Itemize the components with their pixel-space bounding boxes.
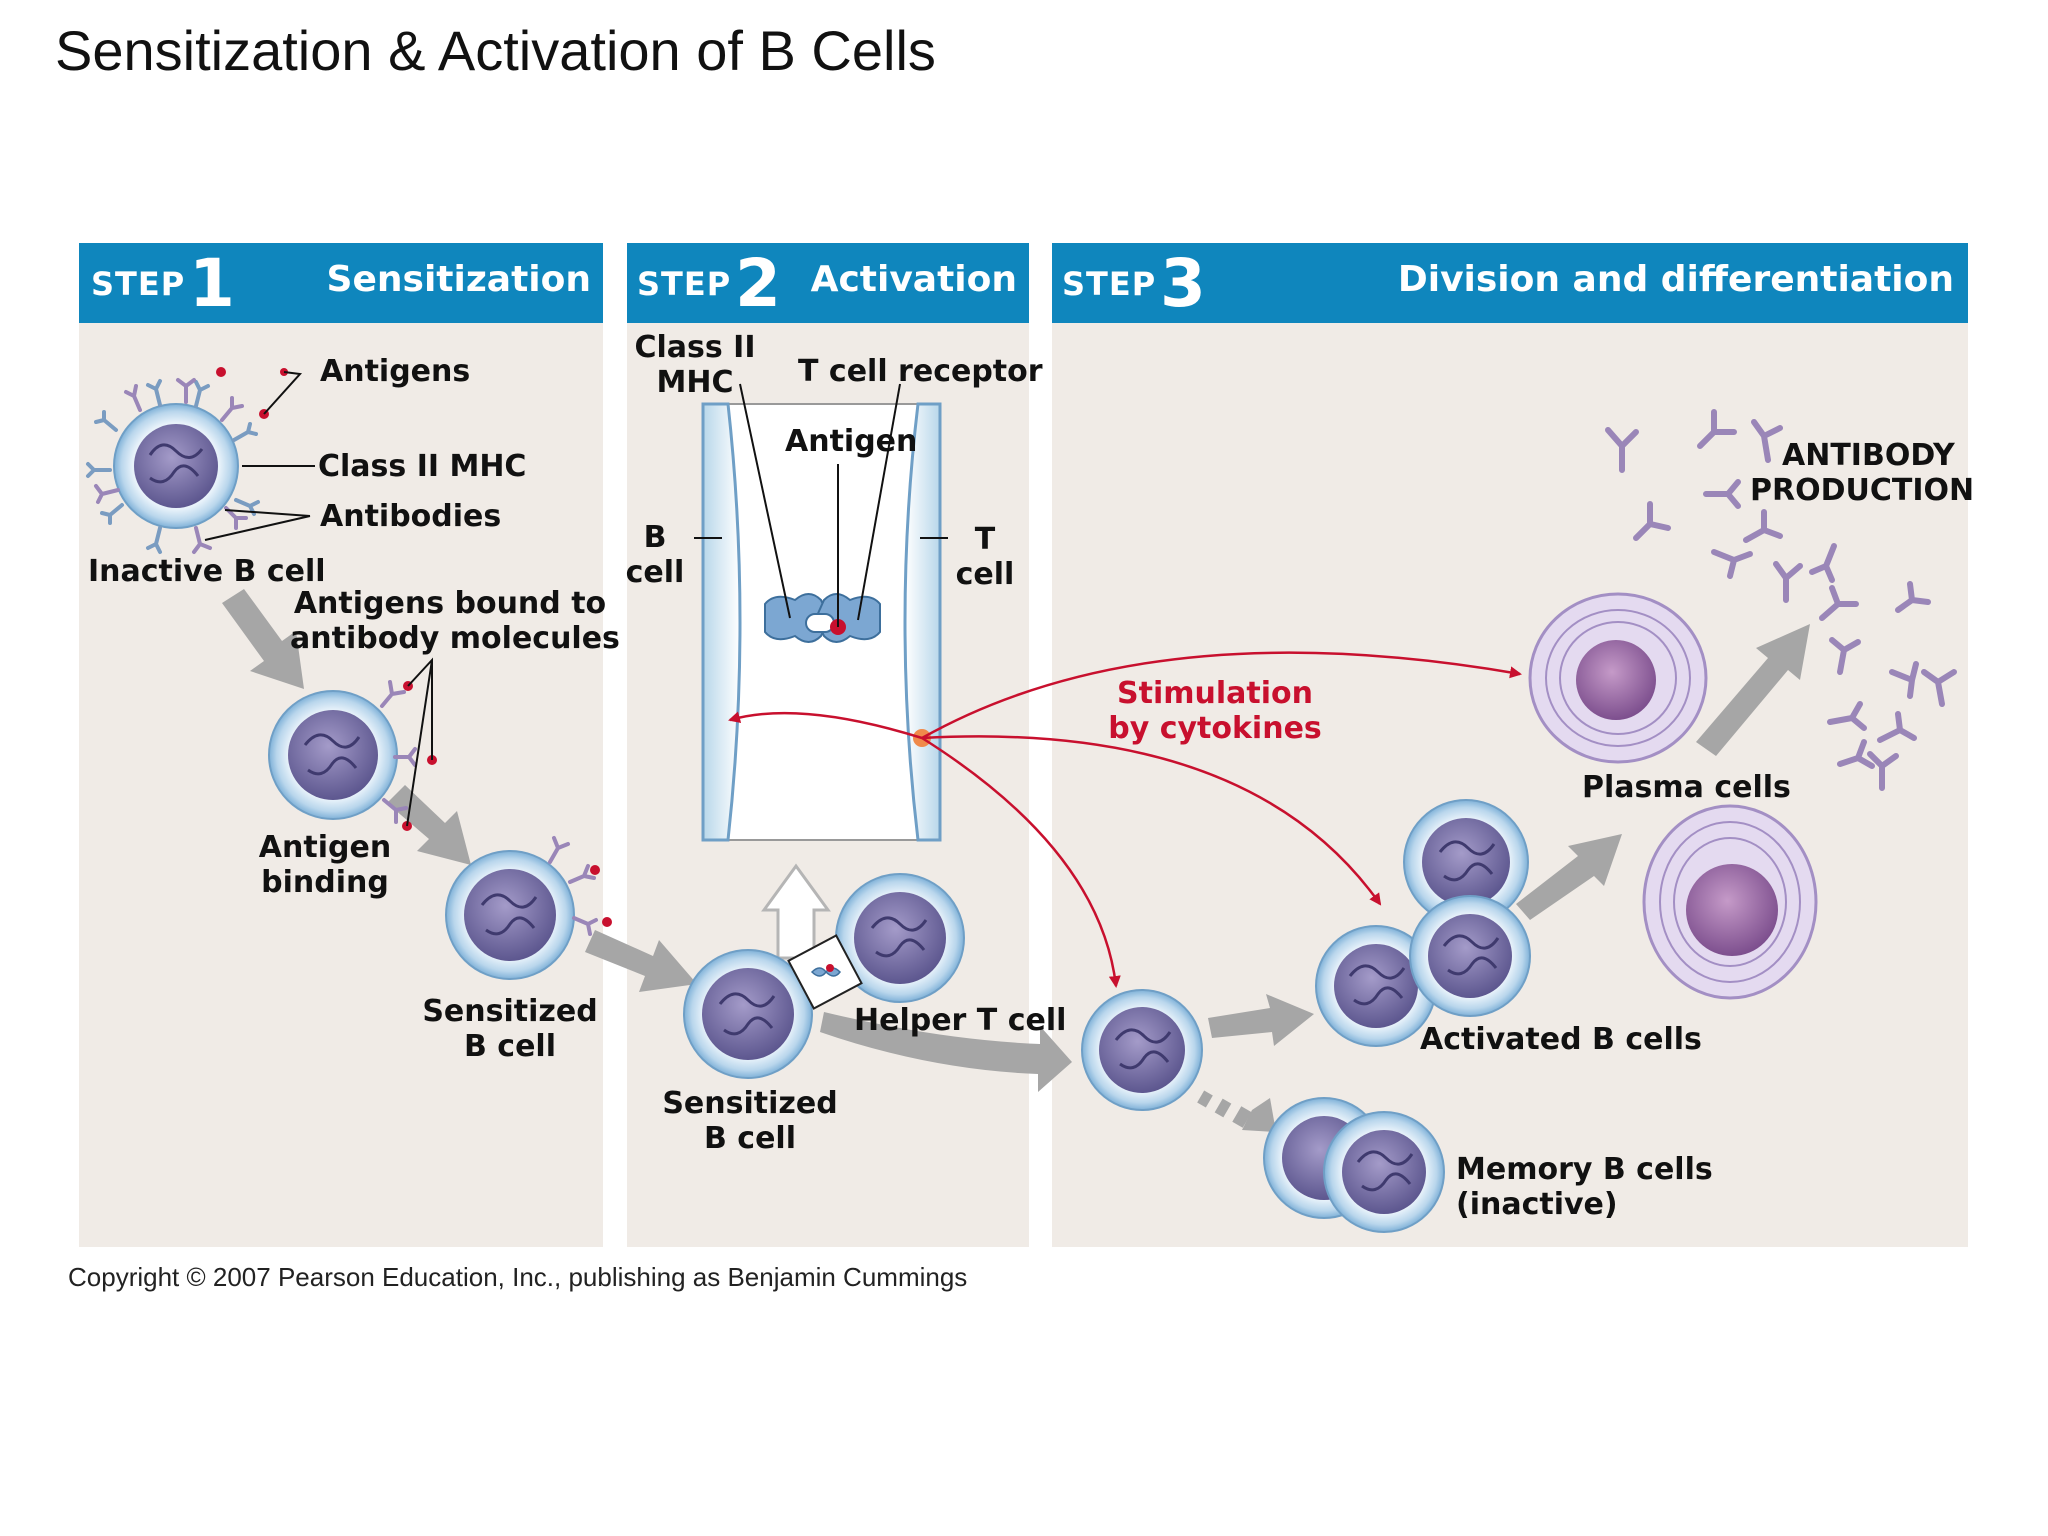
flow-arrow-to-step3	[820, 1012, 1072, 1092]
label-sensitized-b-cell-1-line2: B cell	[463, 1029, 556, 1064]
label-b-cell-inset-line1: B	[643, 520, 667, 555]
label-class2-mhc-inset: Class II MHC	[630, 330, 760, 400]
label-antibody-production-line1: ANTIBODY	[1782, 438, 1955, 473]
step3-title: Division and differentiation	[1397, 259, 1954, 300]
label-activated-b-cells: Activated B cells	[1420, 1022, 1702, 1057]
flow-arrows-step1	[222, 589, 697, 992]
label-antigens-bound-line2: antibody molecules	[290, 621, 620, 656]
label-stimulation-line2: by cytokines	[1108, 711, 1322, 746]
step2-word: STEP	[637, 265, 732, 303]
memory-b-cells	[1263, 1097, 1445, 1233]
step3-header: STEP 3 Division and differentiation	[1052, 243, 1968, 323]
label-class2-mhc: Class II MHC	[318, 449, 527, 484]
label-antigen: Antigen	[785, 424, 918, 459]
label-inactive-b-cell: Inactive B cell	[88, 554, 326, 589]
plasma-cell-lower	[1642, 804, 1818, 1000]
step2-header: STEP 2 Activation	[627, 243, 1029, 323]
step3-panel	[1052, 243, 1968, 1247]
label-antibodies: Antibodies	[320, 499, 502, 534]
label-memory-b-cells-line2: (inactive)	[1456, 1187, 1618, 1222]
label-stimulation-line1: Stimulation	[1117, 676, 1313, 711]
label-t-cell-inset-line2: cell	[955, 557, 1015, 592]
label-memory-b-cells: Memory B cells (inactive)	[1456, 1152, 1713, 1222]
label-plasma-cells: Plasma cells	[1582, 770, 1791, 805]
label-antibody-production-line2: PRODUCTION	[1750, 473, 1975, 508]
label-antibody-production: ANTIBODY PRODUCTION	[1750, 438, 1974, 508]
label-sensitized-b-cell-1: Sensitized B cell	[420, 994, 600, 1064]
step2-number: 2	[735, 245, 781, 322]
antibodies-leader	[204, 509, 311, 541]
label-stimulation: Stimulation by cytokines	[1100, 676, 1330, 746]
label-class2-mhc-inset-line1: Class II	[634, 330, 756, 365]
label-antigen-binding-line1: Antigen	[258, 830, 392, 865]
label-antigens-bound-line1: Antigens bound to	[293, 586, 607, 621]
helper-t-cell	[835, 873, 965, 1003]
label-b-cell-inset-line2: cell	[625, 555, 685, 590]
inactive-b-cell	[86, 378, 260, 554]
step1-header: STEP 1 Sensitization	[79, 243, 603, 323]
sensitized-b-cell-step2	[683, 949, 813, 1079]
step1-title: Sensitization	[326, 259, 591, 300]
label-sensitized-b-cell-2-line1: Sensitized	[662, 1086, 838, 1121]
plasma-cell-upper	[1528, 592, 1708, 764]
label-antigen-binding-line2: binding	[261, 865, 389, 900]
slide-title: Sensitization & Activation of B Cells	[55, 19, 936, 82]
flow-arrows-step3	[1208, 624, 1810, 1046]
step1-number: 1	[189, 245, 235, 322]
antigen-dot	[216, 367, 226, 377]
activated-b-cells	[1315, 799, 1531, 1047]
antigen-binding-b-cell	[268, 657, 437, 831]
label-t-cell-inset-line1: T	[974, 522, 996, 557]
dashed-arrow-memory	[1197, 1090, 1276, 1132]
free-antibodies	[1605, 409, 1957, 791]
label-antigens-bound: Antigens bound to antibody molecules	[290, 586, 620, 656]
copyright: Copyright © 2007 Pearson Education, Inc.…	[68, 1262, 968, 1292]
step3-word: STEP	[1062, 265, 1157, 303]
step2-title: Activation	[810, 259, 1017, 300]
step1-word: STEP	[91, 265, 186, 303]
antigens-leader	[263, 371, 303, 415]
sensitized-b-cell-step1	[445, 836, 612, 980]
dividing-b-cell	[1081, 989, 1203, 1111]
label-helper-t-cell: Helper T cell	[854, 1003, 1067, 1038]
label-class2-mhc-inset-line2: MHC	[656, 365, 734, 400]
cytokine-arrows	[728, 651, 1522, 988]
label-t-cell-inset: T cell	[952, 522, 1018, 592]
label-memory-b-cells-line1: Memory B cells	[1456, 1152, 1713, 1187]
label-sensitized-b-cell-2-line2: B cell	[703, 1121, 796, 1156]
label-sensitized-b-cell-1-line1: Sensitized	[422, 994, 598, 1029]
contact-box	[787, 934, 863, 1010]
label-antigens: Antigens	[320, 354, 471, 389]
label-sensitized-b-cell-2: Sensitized B cell	[660, 1086, 840, 1156]
label-b-cell-inset: B cell	[622, 520, 688, 590]
zoom-inset	[694, 383, 948, 842]
label-antigen-binding: Antigen binding	[250, 830, 400, 900]
step3-number: 3	[1160, 245, 1206, 322]
label-t-cell-receptor: T cell receptor	[798, 354, 1043, 389]
